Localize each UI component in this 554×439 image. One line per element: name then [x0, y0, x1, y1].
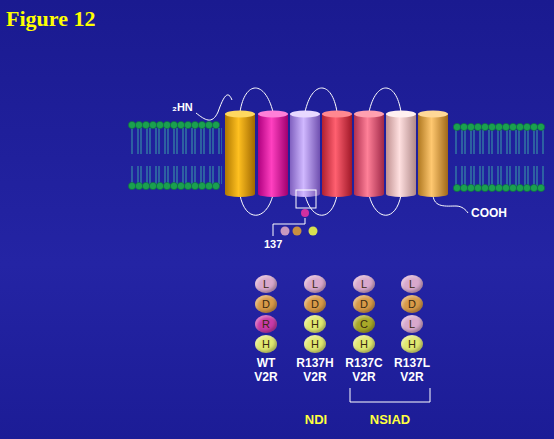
disease-label: NDI	[305, 412, 327, 427]
terminus-label: COOH	[471, 206, 507, 220]
residue-letter: L	[263, 278, 269, 290]
residue-circle: H	[401, 335, 423, 353]
residue-circle: L	[255, 275, 277, 293]
residue-circle: R	[255, 315, 277, 333]
variant-label: WT V2R	[254, 356, 277, 384]
residue-letter: L	[312, 278, 318, 290]
residue-letter: D	[360, 298, 368, 310]
residue-circle: L	[353, 275, 375, 293]
residue-circle: H	[353, 335, 375, 353]
residue-circle: D	[304, 295, 326, 313]
residue-circle: D	[255, 295, 277, 313]
residue-letter: L	[361, 278, 367, 290]
residue-letter: D	[262, 298, 270, 310]
residue-letter: H	[311, 338, 319, 350]
residue-circle: C	[353, 315, 375, 333]
variant-label: R137C V2R	[345, 356, 382, 384]
figure-title: Figure 12	[6, 6, 95, 32]
residue-letter: D	[311, 298, 319, 310]
residue-circle: H	[304, 315, 326, 333]
residue-circle: D	[401, 295, 423, 313]
residue-letter: H	[360, 338, 368, 350]
residue-circle: D	[353, 295, 375, 313]
residue-circle: L	[401, 315, 423, 333]
residue-letter: H	[311, 318, 319, 330]
residue-letter: H	[262, 338, 270, 350]
residue-circle: H	[304, 335, 326, 353]
residue-letter: H	[408, 338, 416, 350]
terminus-label: ₂HN	[172, 101, 193, 113]
residue-letter: R	[262, 318, 270, 330]
disease-label: NSIAD	[370, 412, 410, 427]
residue-letter: L	[409, 278, 415, 290]
residue-letter: D	[408, 298, 416, 310]
residue-letter: C	[360, 318, 368, 330]
residue-circle: L	[304, 275, 326, 293]
residue-letter: L	[409, 318, 415, 330]
residue-circle: H	[255, 335, 277, 353]
variant-label: R137L V2R	[394, 356, 430, 384]
residue-number: 137	[264, 238, 282, 250]
variant-label: R137H V2R	[296, 356, 333, 384]
residue-circle: L	[401, 275, 423, 293]
